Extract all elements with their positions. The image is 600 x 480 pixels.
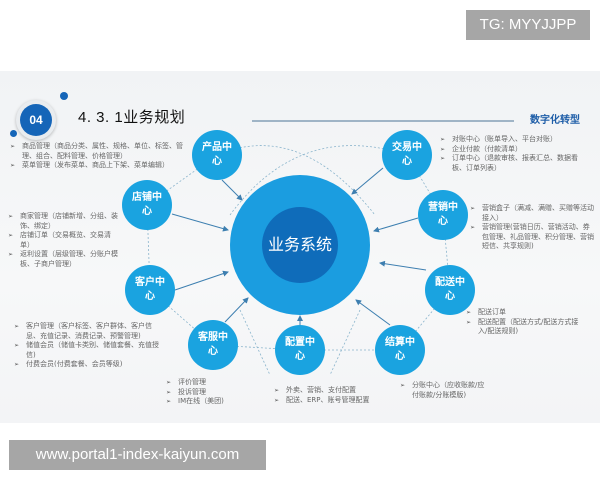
detail-item: 客户管理（客户标签、客户群体、客户信息、充值记录、消费记录、预警管理) (14, 322, 164, 341)
detail-item: 商品管理（商品分类、属性、规格、单位、标签、管理、组合、配料管理、价格管理） (10, 142, 190, 161)
detail-item: 配送配置（配送方式/配送方式接入/配送规则) (466, 318, 586, 337)
node-marketing-center: 营销中心 (418, 190, 468, 240)
decor-dot-top (60, 92, 68, 100)
trade-center-details: 对账中心（账单导入、平台对账） 企业付款（付款清单） 订单中心（退款审核、报表汇… (440, 135, 580, 173)
node-settlement-center: 结算中心 (375, 325, 425, 375)
detail-item: 分账中心（应收账款/应付账款/分账模版) (400, 381, 490, 400)
detail-item: 评价管理 (166, 378, 256, 388)
settlement-center-details: 分账中心（应收账款/应付账款/分账模版) (400, 381, 490, 400)
delivery-center-details: 配送订单 配送配置（配送方式/配送方式接入/配送规则) (466, 308, 586, 337)
watermark-top: TG: MYYJJPP (466, 10, 590, 40)
detail-item: 企业付款（付款清单） (440, 145, 580, 155)
detail-item: 配送、ERP、账号管理配置 (274, 396, 394, 406)
page-title: 4. 3. 1业务规划 (78, 109, 186, 126)
service-center-details: 评价管理 投诉管理 IM在线（美团) (166, 378, 256, 407)
detail-item: 营销管理(营销日历、营销活动、券包管理、礼品管理、积分管理、营销短信、共享规则) (470, 223, 595, 252)
detail-item: 投诉管理 (166, 388, 256, 398)
node-service-center: 客服中心 (188, 320, 238, 370)
marketing-center-details: 营销盒子（满减、满赠、买赠等活动接入） 营销管理(营销日历、营销活动、券包管理、… (470, 204, 595, 252)
node-trade-center: 交易中心 (382, 130, 432, 180)
detail-item: 营销盒子（满减、满赠、买赠等活动接入） (470, 204, 595, 223)
detail-item: 返利设置（层级管理、分账户模板、子商户管理） (8, 250, 120, 269)
node-store-center: 店铺中心 (122, 180, 172, 230)
node-delivery-center: 配送中心 (425, 265, 475, 315)
section-badge: 04 (20, 104, 52, 136)
detail-item: 店铺订单（交易概览、交易清单） (8, 231, 120, 250)
config-center-details: 外卖、营销、支付配置 配送、ERP、账号管理配置 (274, 386, 394, 405)
watermark-bottom: www.portal1-index-kaiyun.com (9, 440, 266, 470)
page-subtitle: 数字化转型 (530, 115, 580, 126)
product-center-details: 商品管理（商品分类、属性、规格、单位、标签、管理、组合、配料管理、价格管理） 菜… (10, 142, 190, 171)
detail-item: 订单中心（退款审核、报表汇总、数据看板、订单列表） (440, 154, 580, 173)
detail-item: 外卖、营销、支付配置 (274, 386, 394, 396)
detail-item: 对账中心（账单导入、平台对账） (440, 135, 580, 145)
decor-dot-left (10, 130, 17, 137)
node-product-center: 产品中心 (192, 130, 242, 180)
node-config-center: 配置中心 (275, 325, 325, 375)
detail-item: 商家管理（店铺新增、分组、装饰、绑定） (8, 212, 120, 231)
detail-item: 储值会员（储值卡类别、储值套餐、充值授信) (14, 341, 164, 360)
business-system-core: 业务系统 (262, 207, 338, 283)
detail-item: 菜单管理（发布菜单、商品上下架、菜单编辑） (10, 161, 190, 171)
detail-item: 配送订单 (466, 308, 586, 318)
detail-item: 付费会员(付费套餐、会员等级) (14, 360, 164, 370)
node-customer-center: 客户中心 (125, 265, 175, 315)
customer-center-details: 客户管理（客户标签、客户群体、客户信息、充值记录、消费记录、预警管理) 储值会员… (14, 322, 164, 370)
detail-item: IM在线（美团) (166, 397, 256, 407)
store-center-details: 商家管理（店铺新增、分组、装饰、绑定） 店铺订单（交易概览、交易清单） 返利设置… (8, 212, 120, 269)
title-divider (252, 120, 514, 122)
